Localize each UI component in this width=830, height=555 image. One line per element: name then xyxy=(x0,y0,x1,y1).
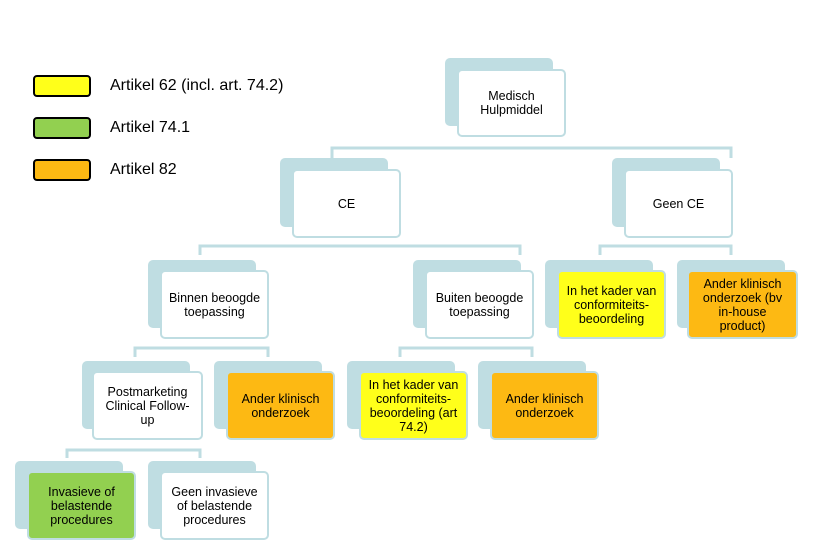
legend-swatch-orange xyxy=(33,159,91,181)
node-label: CE xyxy=(292,169,401,238)
node-label: Geen CE xyxy=(624,169,733,238)
connector-geen-ce xyxy=(598,244,733,255)
node-label: Binnen beoogde toepassing xyxy=(160,270,269,339)
node-label: Geen invasieve of belastende procedures xyxy=(160,471,269,540)
legend-item-artikel-82: Artikel 82 xyxy=(33,157,177,183)
node-label: Medisch Hulpmiddel xyxy=(457,69,566,137)
connector-ce xyxy=(198,244,522,255)
node-label: Ander klinisch onderzoek xyxy=(226,371,335,440)
node-label: In het kader van conformiteits-beoordeli… xyxy=(359,371,468,440)
legend-swatch-yellow xyxy=(33,75,91,97)
legend-label: Artikel 62 (incl. art. 74.2) xyxy=(110,77,284,94)
legend-item-artikel-62: Artikel 62 (incl. art. 74.2) xyxy=(33,73,283,99)
connector-pmcf xyxy=(65,448,202,458)
node-label: Buiten beoogde toepassing xyxy=(425,270,534,339)
legend-label: Artikel 82 xyxy=(110,161,177,178)
connector-binnen xyxy=(133,346,270,357)
legend-label: Artikel 74.1 xyxy=(110,119,191,136)
node-label: Postmarketing Clinical Follow-up xyxy=(92,371,203,440)
node-label: Ander klinisch onderzoek xyxy=(490,371,599,440)
legend-swatch-green xyxy=(33,117,91,139)
legend-item-artikel-74-1: Artikel 74.1 xyxy=(33,115,190,141)
node-label: In het kader van conformiteits-beoordeli… xyxy=(557,270,666,339)
node-label: Invasieve of belastende procedures xyxy=(27,471,136,540)
node-label: Ander klinisch onderzoek (bv in-house pr… xyxy=(687,270,798,339)
connector-root xyxy=(330,146,733,158)
connector-buiten xyxy=(398,346,534,357)
